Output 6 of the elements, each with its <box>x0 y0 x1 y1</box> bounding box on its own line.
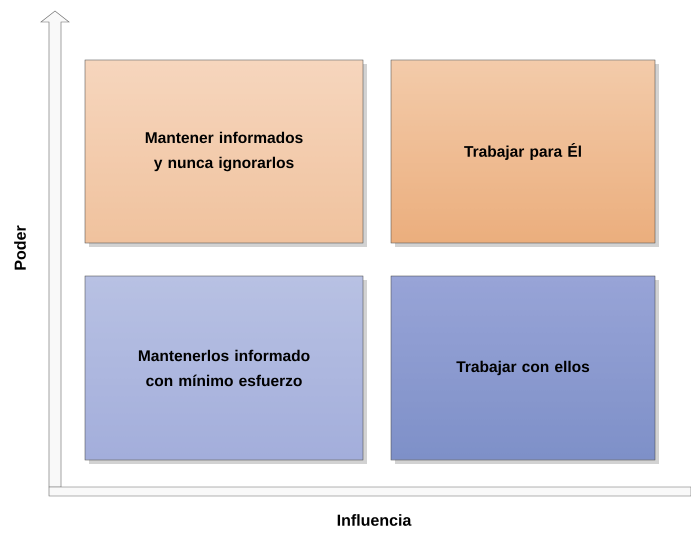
quadrant-box: Trabajar para Él <box>390 60 656 244</box>
quadrant-box: Trabajar con ellos <box>390 276 656 460</box>
quadrant-box: Mantenerlos informado con mínimo esfuerzo <box>84 276 364 460</box>
axis-label: Influencia <box>338 514 412 526</box>
quadrant-box: Mantener informados y nunca ignorarlos <box>84 60 364 244</box>
axis-label: Poder <box>14 226 26 270</box>
